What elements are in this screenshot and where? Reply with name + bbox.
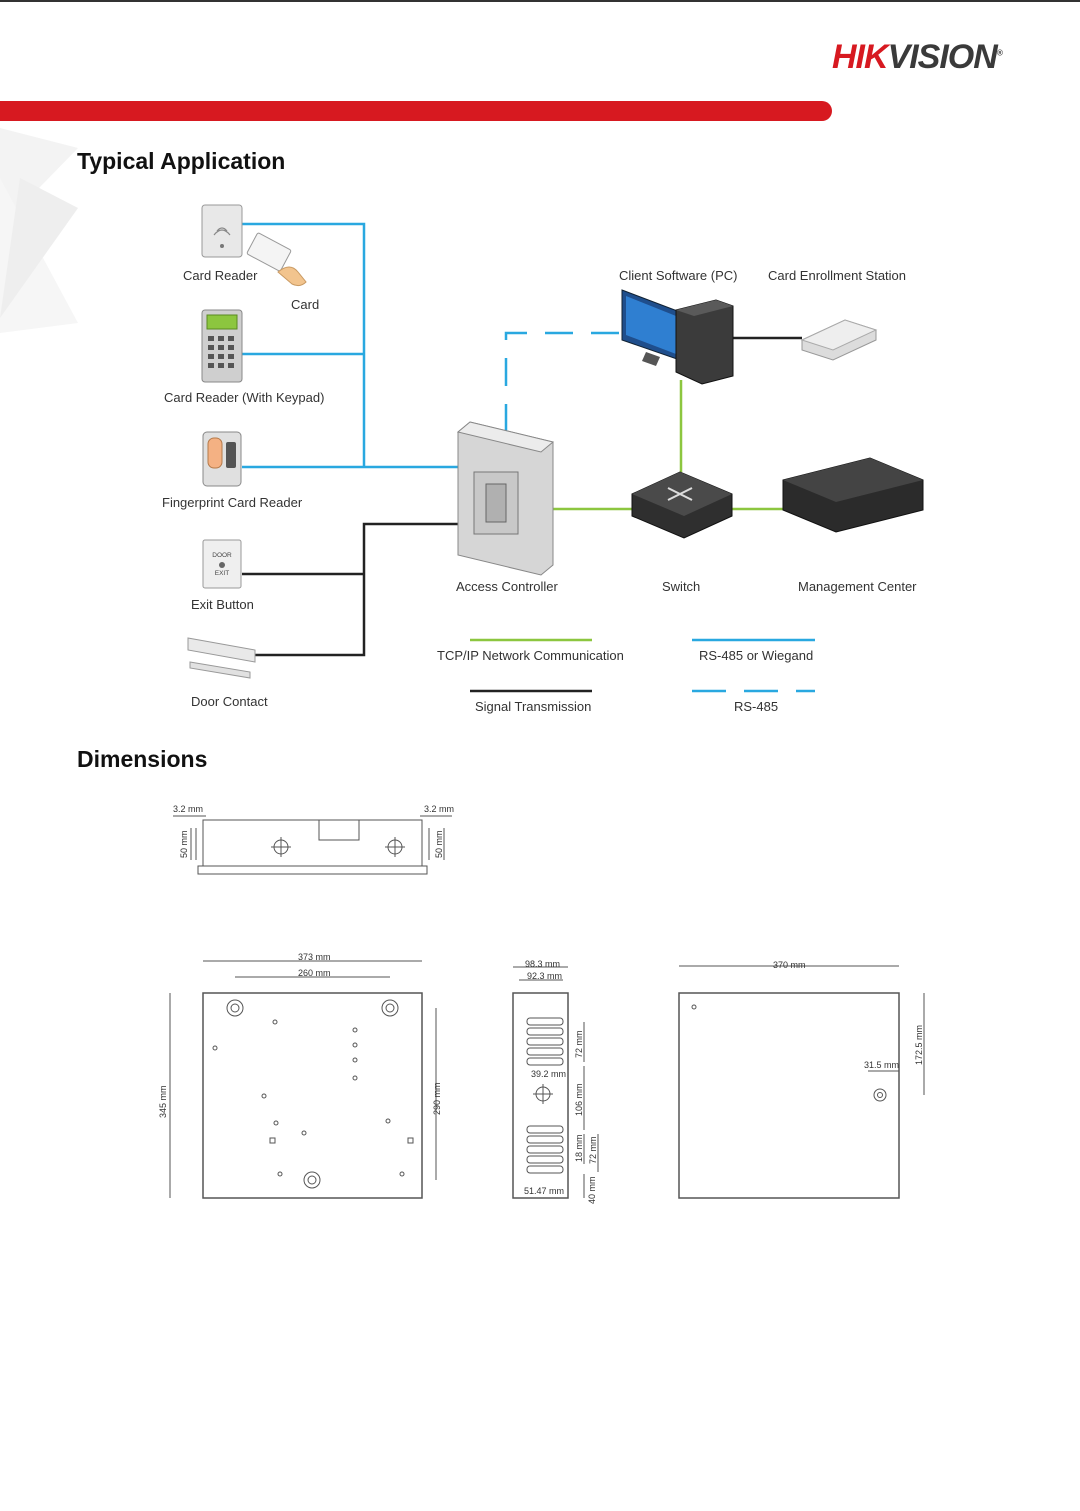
dim-side-v2: 106 mm: [574, 1083, 584, 1116]
dim-top-right-height: 50 mm: [434, 830, 444, 858]
dimension-drawings: 3.2 mm 3.2 mm 50 mm 50 mm 373 mm 260 mm …: [158, 804, 925, 1204]
dim-side-inner-width: 92.3 mm: [527, 971, 562, 981]
dim-back-width: 370 mm: [773, 960, 806, 970]
dim-front-height: 345 mm: [158, 1085, 168, 1118]
exit-button-icon: DOOR EXIT: [202, 539, 242, 589]
dim-side-v4: 72 mm: [588, 1136, 598, 1164]
dim-back-offset: 31.5 mm: [864, 1060, 899, 1070]
access-controller-icon: [456, 421, 555, 576]
dim-side-bottom: 51.47 mm: [524, 1186, 564, 1196]
label-card-reader: Card Reader: [183, 268, 258, 283]
label-access-controller: Access Controller: [456, 579, 558, 594]
door-contact-icon: [187, 637, 256, 679]
dim-front-inner-width: 260 mm: [298, 968, 331, 978]
top-view-drawing: [173, 815, 452, 875]
top-border: [0, 0, 1080, 2]
dim-back-height: 172.5 mm: [914, 1025, 924, 1065]
dim-top-right-flange: 3.2 mm: [424, 804, 454, 814]
legend-rs485-label: RS-485: [734, 699, 779, 714]
keypad-reader-icon: [201, 309, 243, 383]
fingerprint-reader-icon: [202, 431, 242, 487]
label-fingerprint-reader: Fingerprint Card Reader: [162, 495, 303, 510]
label-enrollment-station: Card Enrollment Station: [768, 268, 907, 283]
network-switch-icon: [631, 471, 733, 539]
decorative-triangles: [0, 128, 78, 333]
dim-front-inner-height: 290 mm: [432, 1082, 442, 1115]
label-exit-button: Exit Button: [191, 597, 254, 612]
client-pc-icon: [621, 289, 734, 385]
legend-signal-label: Signal Transmission: [475, 699, 592, 714]
dim-top-left-height: 50 mm: [179, 830, 189, 858]
enrollment-station-icon: [800, 319, 878, 361]
header-red-bar: [0, 101, 832, 121]
front-view-drawing: [169, 960, 437, 1199]
dimensions-title: Dimensions: [77, 746, 208, 772]
rs485-wiegand-wires: [242, 222, 458, 469]
label-card: Card: [291, 297, 320, 312]
back-view-drawing: [678, 965, 925, 1199]
typical-application-diagram: DOOR EXIT: [187, 204, 924, 693]
dim-top-left-flange: 3.2 mm: [173, 804, 203, 814]
legend-rs485-wiegand-label: RS-485 or Wiegand: [699, 648, 814, 663]
dim-front-width: 373 mm: [298, 952, 331, 962]
signal-wires: [242, 522, 458, 657]
dim-side-offset: 39.2 mm: [531, 1069, 566, 1079]
dim-side-v3: 18 mm: [574, 1134, 584, 1162]
label-switch: Switch: [662, 579, 701, 594]
rs485-dashed-wire: [504, 331, 622, 432]
label-management-center: Management Center: [798, 579, 917, 594]
hikvision-logo: HIKVISION®: [832, 38, 1003, 76]
label-door-contact: Door Contact: [191, 694, 268, 709]
dim-side-v5: 40 mm: [587, 1176, 597, 1204]
exit-button-text-exit: EXIT: [215, 570, 229, 577]
card-reader-icon: [201, 204, 243, 258]
management-center-icon: [782, 457, 924, 533]
card-hand-icon: [246, 232, 307, 287]
legend-tcp-label: TCP/IP Network Communication: [437, 648, 624, 663]
typical-application-title: Typical Application: [77, 148, 286, 174]
label-card-reader-keypad: Card Reader (With Keypad): [164, 390, 325, 405]
label-client-software: Client Software (PC): [619, 268, 738, 283]
dim-side-width: 98.3 mm: [525, 959, 560, 969]
exit-button-text-door: DOOR: [212, 552, 232, 559]
side-view-drawing: [512, 966, 599, 1199]
dim-side-v1: 72 mm: [574, 1030, 584, 1058]
